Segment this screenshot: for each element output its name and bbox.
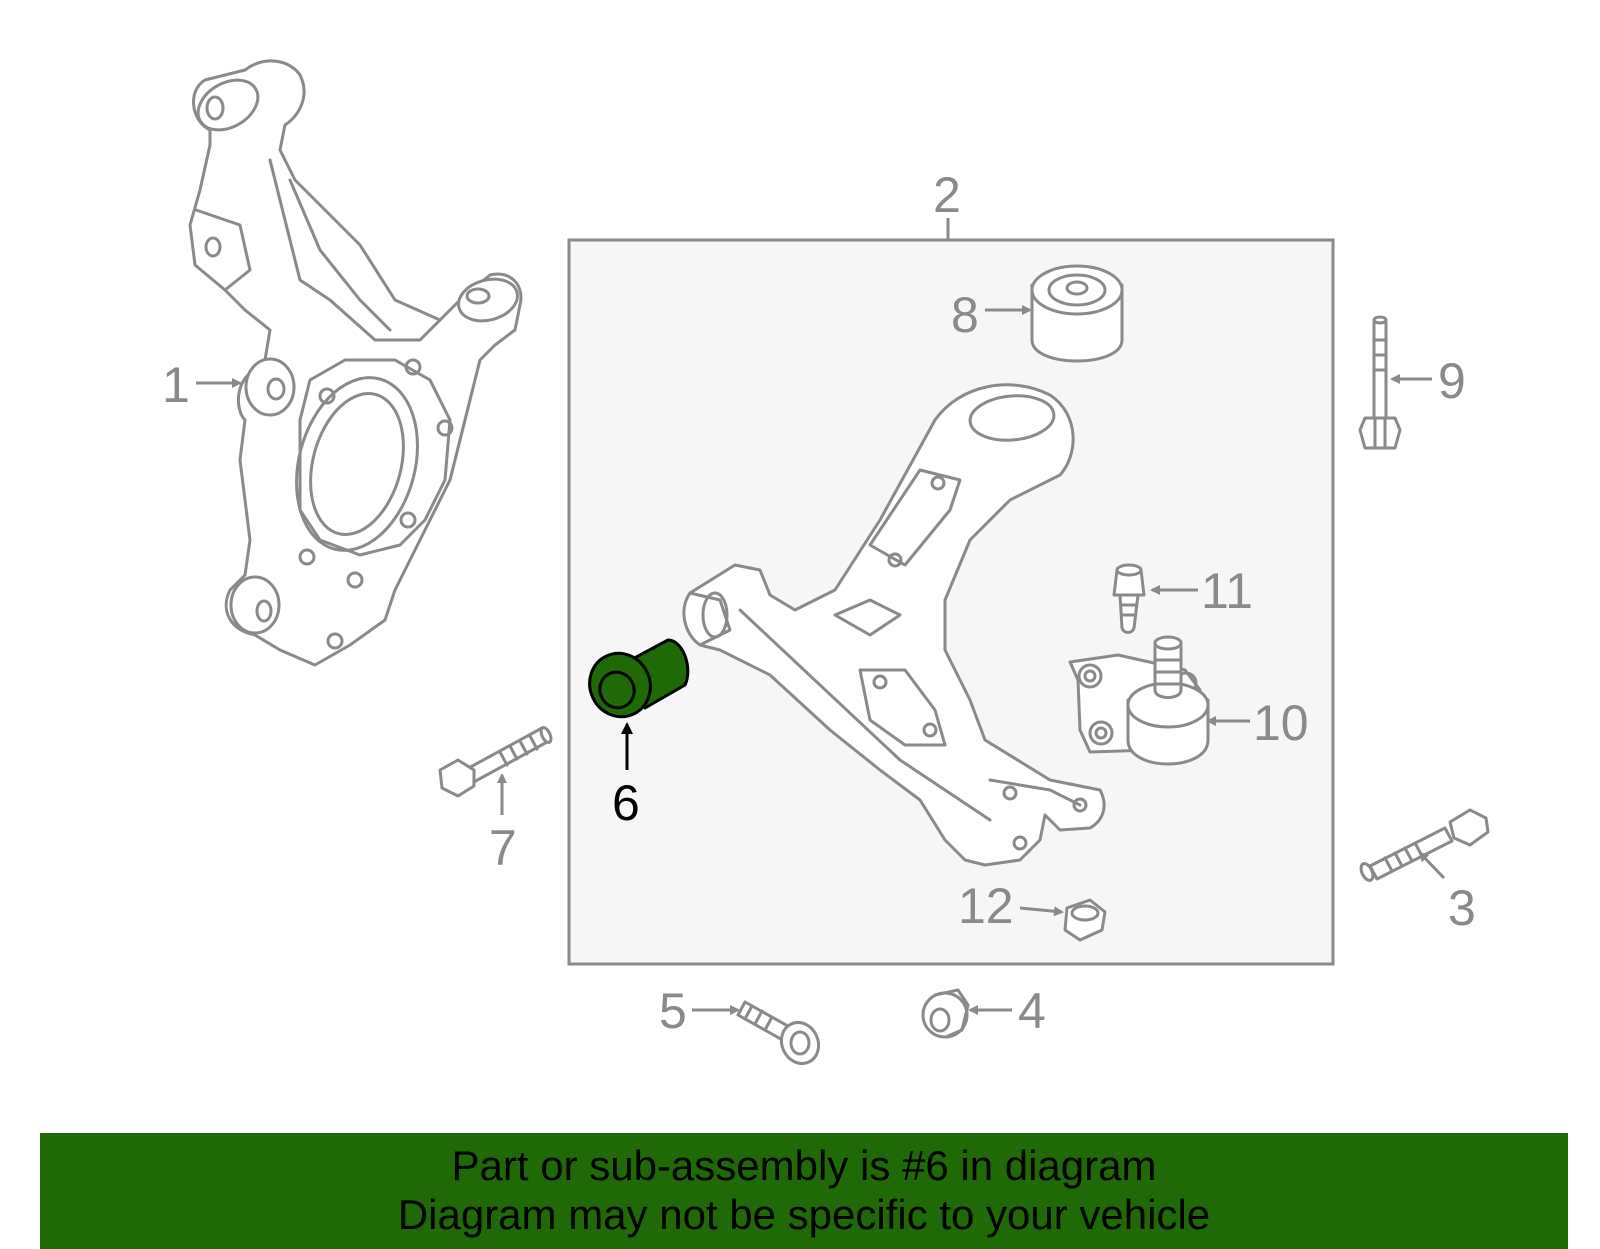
steering-knuckle-part-1[interactable] bbox=[188, 59, 523, 667]
bushing-part-6-highlighted[interactable] bbox=[579, 638, 690, 727]
callout-8: 8 bbox=[951, 287, 979, 343]
ball-joint-part-10[interactable] bbox=[1068, 635, 1210, 766]
part-info-banner: Part or sub-assembly is #6 in diagram Di… bbox=[40, 1133, 1568, 1249]
banner-line-1: Part or sub-assembly is #6 in diagram bbox=[451, 1142, 1157, 1189]
bushing-part-8[interactable] bbox=[1030, 264, 1124, 363]
callout-7: 7 bbox=[489, 820, 517, 876]
callout-6: 6 bbox=[612, 775, 640, 831]
bolt-part-9[interactable] bbox=[1358, 315, 1402, 450]
bolt-part-3[interactable] bbox=[1359, 808, 1490, 882]
callout-4: 4 bbox=[1018, 983, 1046, 1039]
callout-2: 2 bbox=[933, 167, 961, 223]
callout-11: 11 bbox=[1201, 563, 1253, 619]
bolt-part-11[interactable] bbox=[1112, 563, 1146, 634]
callout-12: 12 bbox=[958, 878, 1014, 934]
nut-part-4[interactable] bbox=[921, 988, 970, 1039]
callout-9: 9 bbox=[1438, 353, 1466, 409]
callout-5: 5 bbox=[659, 983, 687, 1039]
callout-1: 1 bbox=[162, 357, 190, 413]
nut-part-12[interactable] bbox=[1063, 898, 1107, 942]
cam-bolt-part-5[interactable] bbox=[736, 1000, 825, 1070]
lower-control-arm-part-2[interactable] bbox=[682, 383, 1106, 867]
bolt-part-7[interactable] bbox=[438, 726, 553, 798]
callout-3: 3 bbox=[1448, 880, 1476, 936]
callout-10: 10 bbox=[1253, 695, 1309, 751]
banner-line-2: Diagram may not be specific to your vehi… bbox=[397, 1191, 1211, 1238]
